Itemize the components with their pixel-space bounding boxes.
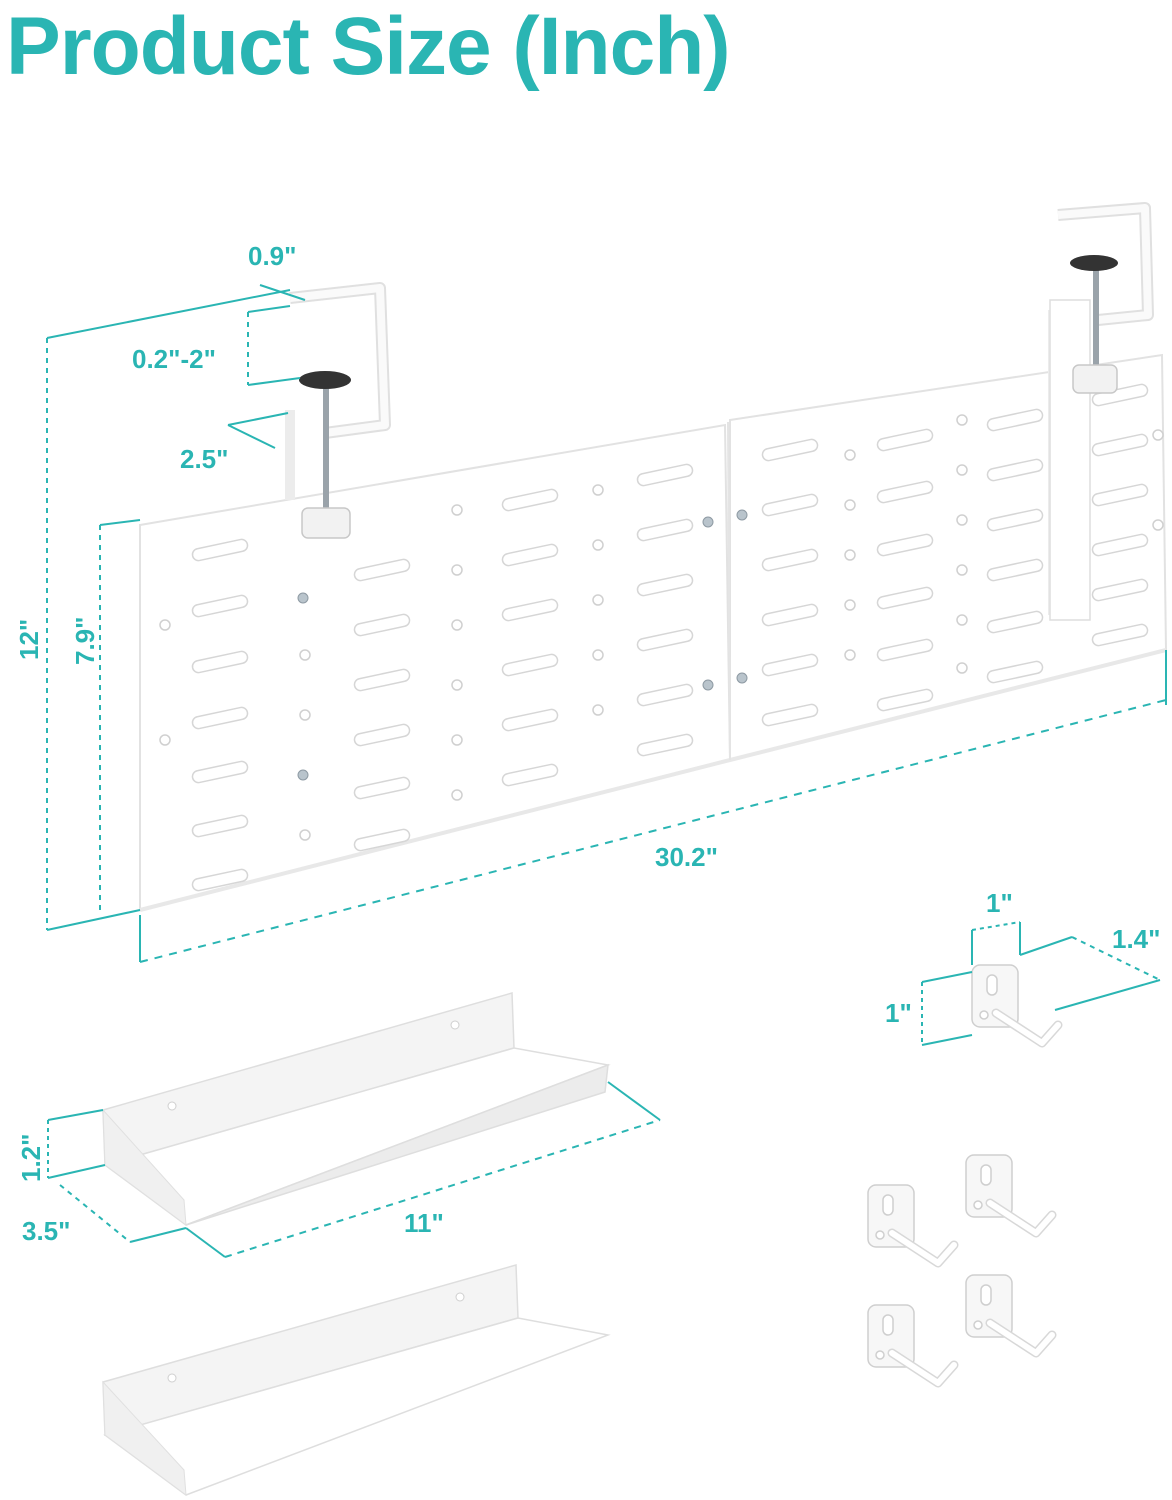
shelf-top [102,992,611,1227]
hook-4 [966,1275,1052,1353]
hook-dimensioned [972,965,1058,1043]
dim-board-length: 30.2" [655,842,718,872]
hook-1 [868,1185,954,1263]
hook-3 [868,1305,954,1383]
dim-board-height: 7.9" [70,617,100,665]
hook-2 [966,1155,1052,1233]
desk-clamp-right [1048,202,1154,621]
dim-hook-length: 1.4" [1112,924,1160,954]
dim-overall-height: 12" [14,619,44,660]
dim-clamp-depth: 2.5" [180,444,228,474]
dim-clamp-width: 0.9" [248,241,296,271]
dim-hook-height: 1" [885,998,912,1028]
dim-shelf-length: 11" [404,1208,444,1238]
dim-shelf-height: 1.2" [16,1134,46,1182]
shelf-bottom [102,1264,611,1497]
dim-hook-width: 1" [986,888,1013,918]
dimension-lines [46,284,1167,1258]
desk-clamp-left [285,282,391,539]
dim-shelf-depth: 3.5" [22,1216,70,1246]
dim-clamp-opening: 0.2"-2" [132,344,216,374]
page-title: Product Size (Inch) [6,1,731,92]
